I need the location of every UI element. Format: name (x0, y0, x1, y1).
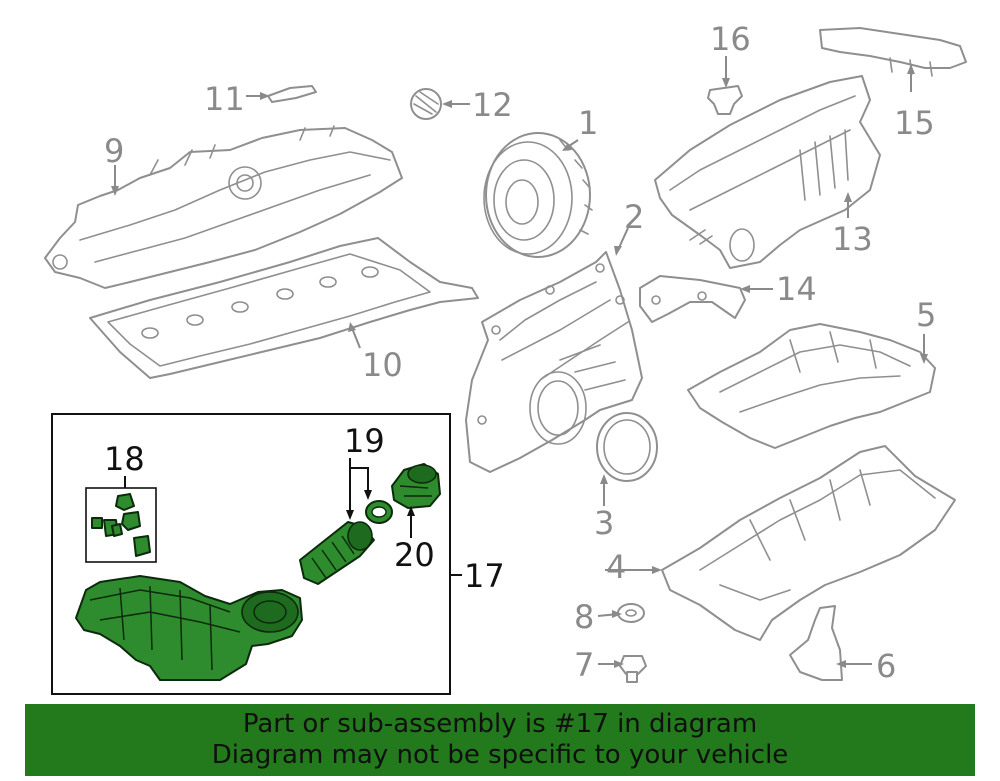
banner-line-1: Part or sub-assembly is #17 in diagram (242, 709, 758, 739)
callout-1: 1 (578, 104, 598, 142)
callout-13: 13 (832, 220, 873, 258)
part-filter-element[interactable] (299, 521, 375, 585)
callout-16: 16 (710, 20, 751, 58)
part-o-ring[interactable] (365, 500, 393, 524)
callout-2: 2 (624, 198, 644, 236)
part-oil-filter-housing[interactable] (75, 575, 303, 681)
part-intake-manifold[interactable] (654, 75, 881, 269)
part-timing-cover[interactable] (465, 251, 643, 473)
part-bolt[interactable] (619, 655, 647, 683)
callout-20: 20 (394, 536, 435, 574)
part-baffle[interactable] (789, 605, 843, 681)
part-clips-set[interactable] (91, 493, 151, 557)
callout-14: 14 (776, 270, 817, 308)
callout-15: 15 (894, 104, 935, 142)
callout-lines (111, 56, 928, 668)
part-oil-pan[interactable] (661, 445, 956, 641)
part-cap[interactable] (410, 88, 442, 120)
callout-8: 8 (574, 598, 594, 636)
callout-9: 9 (104, 132, 124, 170)
part-pulley[interactable] (483, 132, 593, 258)
callout-17: 17 (464, 557, 505, 595)
callout-4: 4 (606, 548, 626, 586)
callout-11: 11 (204, 80, 245, 118)
part-oil-pan-upper[interactable] (687, 323, 936, 449)
part-rail[interactable] (819, 27, 967, 77)
part-valve-cover[interactable] (44, 125, 403, 289)
callout-7: 7 (574, 646, 594, 684)
callout-6: 6 (876, 647, 896, 685)
callout-19: 19 (344, 422, 385, 460)
part-sensor[interactable] (707, 85, 743, 115)
part-bracket[interactable] (639, 275, 746, 323)
callout-lines-assembly (124, 458, 462, 576)
callout-5: 5 (916, 296, 936, 334)
callout-3: 3 (594, 504, 614, 542)
part-clip[interactable] (267, 85, 317, 103)
part-seal-ring[interactable] (596, 412, 658, 482)
callout-18: 18 (104, 440, 145, 478)
callout-10: 10 (362, 346, 403, 384)
part-filter-cap[interactable] (391, 463, 441, 509)
part-valve-cover-gasket[interactable] (89, 237, 479, 379)
info-banner: Part or sub-assembly is #17 in diagram D… (25, 704, 975, 776)
part-washer[interactable] (617, 603, 645, 623)
callout-12: 12 (472, 86, 513, 124)
banner-line-2: Diagram may not be specific to your vehi… (211, 740, 789, 770)
